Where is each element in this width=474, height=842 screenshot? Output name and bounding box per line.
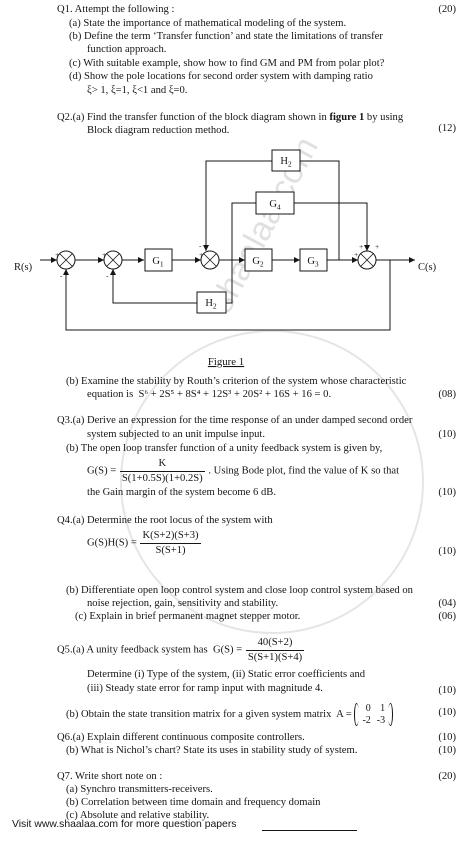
- q4-a-line1: Q4.(a) Determine the root locus of the s…: [57, 515, 273, 526]
- block-h2-upper: [271, 149, 301, 172]
- q2-b-marks: (08): [438, 389, 456, 400]
- block-g2-label: G2: [252, 256, 264, 269]
- sign-j1-input: +: [55, 250, 59, 259]
- q4-b-line2: noise rejection, gain, sensitivity and s…: [87, 598, 279, 609]
- q2-b-line1: (b) Examine the stability by Routh’s cri…: [66, 376, 407, 387]
- q7-b: (b) Correlation between time domain and …: [66, 797, 321, 808]
- q5-b-line1: (b) Obtain the state transition matrix f…: [66, 703, 393, 726]
- watermark-circle: [120, 330, 424, 634]
- q2-a-marks: (12): [438, 123, 456, 134]
- block-g3: [299, 248, 328, 272]
- sign-j3-feedback: -: [199, 241, 202, 250]
- q6-b: (b) What is Nichol’s chart? State its us…: [66, 745, 358, 756]
- q7-marks: (20): [438, 771, 456, 782]
- q1-marks: (20): [438, 4, 456, 15]
- q5-a-line2: Determine (i) Type of the system, (ii) S…: [87, 669, 366, 680]
- q7-title: Q7. Write short note on :: [57, 771, 163, 782]
- q5-b-marks: (10): [438, 707, 456, 718]
- q6-a: Q6.(a) Explain different continuous comp…: [57, 732, 305, 743]
- q3-a-line2: system subjected to an unit impulse inpu…: [87, 429, 266, 440]
- sign-j2-feedback: -: [106, 271, 109, 280]
- q3-a-line1: Q3.(a) Derive an expression for the time…: [57, 415, 413, 426]
- sign-j1-feedback: -: [60, 271, 63, 280]
- block-g2: [244, 248, 273, 272]
- block-g4: [255, 191, 295, 215]
- q4-a-formula: G(S)H(S) = K(S+2)(S+3)S(S+1): [87, 530, 201, 556]
- q4-a-fraction: K(S+2)(S+3)S(S+1): [140, 530, 201, 556]
- q1-b-line2: function approach.: [87, 44, 167, 55]
- block-h2-lower: [196, 291, 227, 314]
- figure-caption: Figure 1: [208, 356, 244, 368]
- q1-b-line1: (b) Define the term ‘Transfer function’ …: [69, 31, 383, 42]
- q2-b-line2: equation is S⁶ + 2S⁵ + 8S⁴ + 12S³ + 20S²…: [87, 389, 332, 400]
- block-h2-upper-label: H2: [280, 156, 292, 169]
- block-g3-label: G3: [307, 256, 319, 269]
- block-g1: [144, 248, 173, 272]
- q5-a-fraction: 40(S+2)S(S+1)(S+4): [245, 637, 305, 663]
- q3-b-marks: (10): [438, 487, 456, 498]
- sign-j4-input: +: [354, 250, 358, 259]
- q6-b-marks: (10): [438, 745, 456, 756]
- q4-b-line1: (b) Differentiate open loop control syst…: [66, 585, 413, 596]
- q1-d-line1: (d) Show the pole locations for second o…: [69, 71, 373, 82]
- block-diagram: H2 G4 G1 G2 G3 H2 R(s) C(s) + - + - + - …: [14, 149, 437, 368]
- q1-title: Q1. Attempt the following :: [57, 4, 175, 15]
- q5-a-line3: (iii) Steady state error for ramp input …: [87, 683, 323, 694]
- q7-a: (a) Synchro transmitters-receivers.: [66, 784, 213, 795]
- footer-link-text[interactable]: Visit www.shaalaa.com for more question …: [12, 819, 237, 830]
- block-g1-label: G1: [152, 256, 164, 269]
- block-h2-lower-label: H2: [205, 298, 217, 311]
- q1-c: (c) With suitable example, show how to f…: [69, 58, 385, 69]
- q5-a-marks: (10): [438, 685, 456, 696]
- q6-a-marks: (10): [438, 732, 456, 743]
- q5-a-line1: Q5.(a) A unity feedback system has G(S) …: [57, 637, 305, 663]
- block-g4-label: G4: [269, 199, 281, 212]
- output-label-cs: C(s): [418, 262, 437, 273]
- q2-a-line2: Block diagram reduction method.: [87, 125, 230, 136]
- sign-j4-feedforward: +: [359, 242, 363, 251]
- q7-c: (c) Absolute and relative stability.: [66, 810, 210, 821]
- q2-a-line1: Q2.(a) Find the transfer function of the…: [57, 112, 404, 123]
- q4-c-marks: (06): [438, 611, 456, 622]
- q3-b-line3: the Gain margin of the system become 6 d…: [87, 487, 276, 498]
- q4-a-marks: (10): [438, 546, 456, 557]
- input-label-rs: R(s): [14, 262, 33, 273]
- sign-j3-input: +: [199, 250, 203, 259]
- footer-rule: [262, 830, 357, 831]
- sign-j2-input: +: [102, 250, 106, 259]
- sign-j4-extra: +: [375, 242, 379, 251]
- q1-d-line2: ξ> 1, ξ=1, ξ<1 and ξ=0.: [87, 85, 188, 96]
- q4-c: (c) Explain in brief permanent magnet st…: [75, 611, 301, 622]
- q1-a: (a) State the importance of mathematical…: [69, 18, 347, 29]
- q4-b-marks: (04): [438, 598, 456, 609]
- q3-a-marks: (10): [438, 429, 456, 440]
- q3-b-line1: (b) The open loop transfer function of a…: [66, 443, 383, 454]
